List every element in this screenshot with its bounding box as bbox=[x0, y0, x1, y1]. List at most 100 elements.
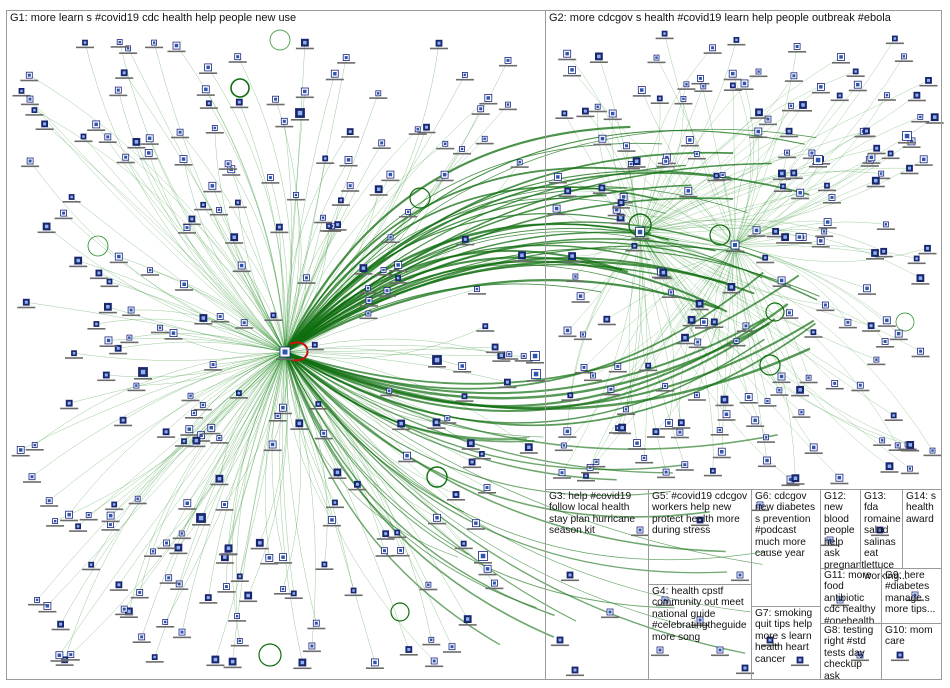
g1-edge bbox=[284, 142, 382, 353]
g1-node bbox=[295, 87, 314, 99]
g1-edge bbox=[284, 74, 466, 353]
g1-node bbox=[260, 554, 279, 565]
g1-node bbox=[486, 343, 505, 354]
g1-node bbox=[164, 329, 183, 340]
g1-node bbox=[261, 174, 280, 184]
g2-node bbox=[576, 107, 595, 118]
g1-node bbox=[82, 561, 101, 571]
cross-group-edge bbox=[284, 351, 751, 613]
cross-group-edge bbox=[284, 231, 763, 353]
g2-node bbox=[832, 53, 850, 64]
g1-node bbox=[365, 658, 384, 669]
long-arc-edge bbox=[284, 322, 816, 426]
cross-group-edge bbox=[284, 351, 726, 553]
g1-edge bbox=[178, 351, 286, 584]
g1-node bbox=[151, 324, 169, 334]
g2-node bbox=[772, 169, 791, 181]
g2-node bbox=[554, 442, 573, 452]
cross-group-edge bbox=[284, 241, 818, 353]
g2-edge bbox=[664, 33, 736, 246]
g1-node bbox=[466, 519, 485, 530]
g1-node bbox=[417, 123, 436, 134]
g1-node bbox=[180, 425, 199, 436]
g1-node bbox=[127, 382, 146, 392]
g1-node bbox=[419, 581, 438, 591]
g2-edge bbox=[639, 231, 674, 424]
g1-node bbox=[454, 540, 473, 550]
self-loop-edge bbox=[426, 466, 448, 488]
large-node bbox=[291, 108, 309, 121]
g2-edge bbox=[734, 197, 833, 246]
g2-edge bbox=[583, 244, 736, 368]
g1-node bbox=[369, 90, 388, 99]
g1-node bbox=[175, 438, 193, 447]
g1-node bbox=[435, 170, 454, 182]
g1-node bbox=[302, 642, 321, 653]
g1-node bbox=[109, 344, 128, 355]
g1-node bbox=[263, 440, 282, 452]
g1-node bbox=[305, 341, 324, 351]
g1-edge bbox=[271, 351, 286, 558]
g1-edge bbox=[148, 152, 286, 353]
g2-node bbox=[723, 69, 742, 81]
g2-node bbox=[788, 43, 807, 53]
g2-node bbox=[601, 385, 620, 396]
g1-node bbox=[328, 468, 347, 479]
g1-node bbox=[206, 655, 225, 667]
g1-node bbox=[287, 191, 305, 201]
g1-edge bbox=[284, 217, 324, 353]
group-node bbox=[691, 616, 709, 627]
g1-node bbox=[114, 416, 133, 427]
g1-edge bbox=[68, 351, 286, 515]
g2-edge bbox=[716, 244, 736, 431]
g2-node bbox=[888, 442, 907, 451]
g1-edge bbox=[149, 138, 286, 353]
g2-node bbox=[867, 144, 886, 155]
g2-node bbox=[774, 183, 792, 192]
g1-edge bbox=[26, 301, 286, 353]
g2-node bbox=[654, 268, 673, 280]
g1-edge bbox=[128, 351, 286, 612]
group-node bbox=[851, 651, 869, 662]
g1-edge bbox=[60, 351, 286, 625]
g1-node bbox=[381, 234, 400, 243]
group-label-g11: G11: more food antibiotic cdc healthy #o… bbox=[824, 570, 883, 627]
g2-node bbox=[923, 447, 942, 457]
g1-edge bbox=[124, 72, 286, 353]
g2-edge bbox=[734, 243, 917, 259]
long-arc-edge bbox=[284, 318, 776, 412]
g2-node bbox=[613, 423, 632, 435]
g1-edge bbox=[203, 317, 286, 353]
group-panel-g11: G11: more food antibiotic cdc healthy #o… bbox=[820, 568, 883, 627]
g1-node bbox=[389, 275, 408, 284]
g1-node bbox=[392, 419, 411, 431]
g2-edge bbox=[639, 153, 891, 233]
g2-node bbox=[675, 461, 694, 471]
g2-node bbox=[589, 52, 608, 63]
g2-edge bbox=[734, 244, 876, 254]
g2-node bbox=[749, 68, 768, 78]
g1-node bbox=[98, 302, 117, 314]
cross-group-edge bbox=[284, 351, 671, 497]
g2-node bbox=[679, 186, 698, 198]
g2-node bbox=[918, 244, 937, 255]
hub-node bbox=[726, 240, 744, 253]
g2-edge bbox=[639, 231, 933, 451]
g2-node bbox=[758, 398, 777, 407]
g2-edge bbox=[639, 86, 822, 233]
g1-node bbox=[320, 223, 338, 232]
g1-node bbox=[275, 117, 294, 128]
g2-node bbox=[759, 115, 777, 126]
g1-node bbox=[326, 499, 344, 509]
g2-node bbox=[717, 410, 736, 421]
g1-edge bbox=[270, 177, 288, 353]
g2-edge bbox=[734, 221, 886, 246]
g1-edge bbox=[284, 351, 432, 640]
g2-node bbox=[857, 127, 876, 138]
g1-edge bbox=[46, 226, 286, 353]
g2-node bbox=[867, 356, 886, 366]
group-node bbox=[691, 516, 709, 527]
g1-node bbox=[132, 633, 151, 643]
g1-edge bbox=[118, 341, 286, 353]
g1-edge bbox=[122, 351, 286, 421]
